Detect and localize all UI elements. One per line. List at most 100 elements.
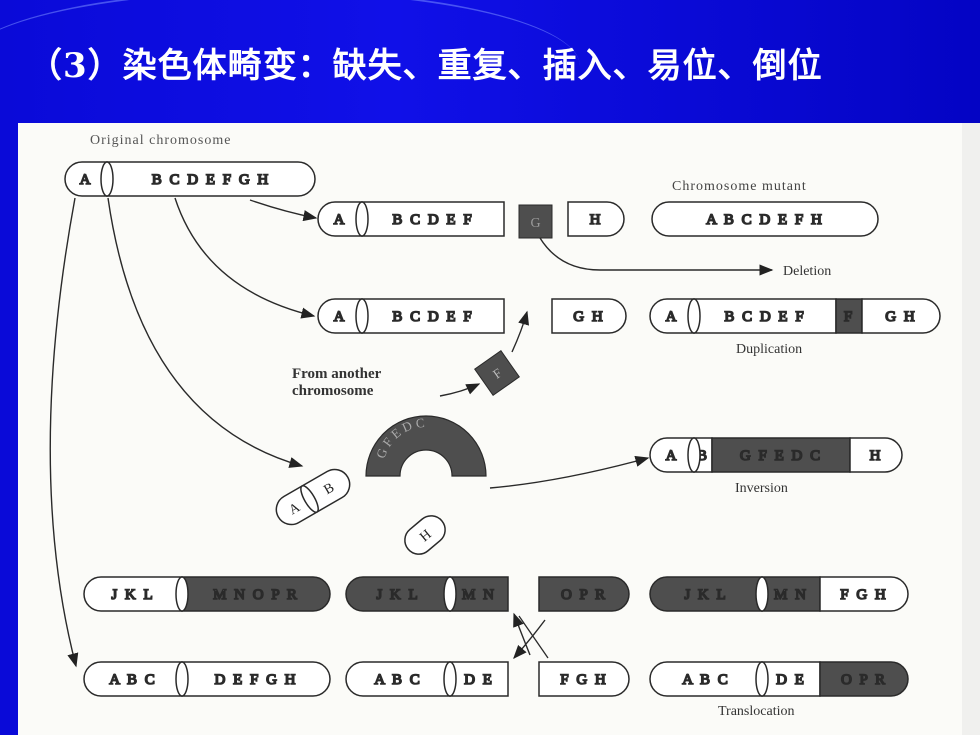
centromere [755, 661, 769, 697]
segment-right-label: B [697, 448, 709, 464]
segment-left [649, 661, 763, 697]
segment-right-label: G H [573, 309, 604, 325]
centromere [755, 576, 769, 612]
segment-left-label: J K L [376, 587, 419, 603]
label-duplication: Duplication [736, 342, 802, 357]
segment-left-label: J K L [684, 587, 727, 603]
chromosome-trans-abc-de: A B C D E [345, 661, 509, 697]
arrow-to-inversion-mutant [489, 455, 650, 489]
chromosome-deletion-mutant: A B C D E F H [651, 201, 879, 237]
chromosome-duplication-step-left: A B C D E F [317, 298, 505, 334]
arrow-to-deletion-step [249, 199, 318, 222]
centromere [100, 161, 114, 197]
chromosome-duplication-fragment-gh: G H [551, 298, 627, 334]
slide-title: （3）染色体畸变：缺失、重复、插入、易位、倒位 [28, 46, 823, 86]
segment-left [345, 661, 451, 697]
label-from-another: From another [292, 366, 382, 382]
chromosome-trans-abc-left: A B C D E F G H [83, 661, 331, 697]
chromosome-trans-opr: O P R [538, 576, 630, 612]
segment-end [819, 576, 909, 612]
arrow-to-inversion [107, 197, 304, 468]
segment-left [649, 576, 763, 612]
chromosome-original: A B C D E F G H [64, 161, 316, 197]
label-translocation: Translocation [718, 704, 794, 719]
segment-end-label: H [870, 448, 883, 464]
segment-left-label: A [666, 448, 679, 464]
segment-right [551, 298, 627, 334]
segment-right-label: D E [776, 672, 806, 688]
segment-right-label: A B C D E F H [706, 212, 824, 228]
label-deletion: Deletion [783, 264, 831, 279]
centromere [355, 298, 369, 334]
fragment-f: F [474, 350, 520, 396]
centromere [687, 437, 701, 473]
segment-end [819, 661, 909, 697]
segment-right-label: H [590, 212, 603, 228]
segment-left-label: A [666, 309, 679, 325]
segment-right-label: B C D E F [724, 309, 805, 325]
segment-right-label: D E [464, 672, 494, 688]
segment-right [651, 201, 879, 237]
centromere [175, 576, 189, 612]
segment-left [83, 576, 183, 612]
segment-dup-label: F [844, 309, 854, 325]
segment-left-label: J K L [111, 587, 154, 603]
chromosome-deletion-fragment-h: H [567, 201, 625, 237]
segment-right-label: B C D E F [392, 309, 473, 325]
segment-left-label: A [334, 212, 347, 228]
segment-left [649, 298, 695, 334]
segment-end-label: G H [885, 309, 916, 325]
arrow-from-another [439, 383, 481, 397]
centromere [687, 298, 701, 334]
inverted-segment-arc: G F E D C [365, 415, 487, 477]
panel-edge [962, 123, 980, 735]
arrow-to-deletion [539, 237, 774, 276]
fragment-ab-rotated: A B [275, 468, 351, 526]
segment-right-label: D E F G H [214, 672, 297, 688]
centromere [443, 576, 457, 612]
fragment-g-label: G [530, 216, 540, 231]
fragment-g [518, 204, 553, 239]
segment-left [649, 437, 695, 473]
segment-left-label: A [334, 309, 347, 325]
centromere [355, 201, 369, 237]
segment-left [345, 576, 451, 612]
label-inversion: Inversion [735, 481, 788, 496]
segment-left [83, 661, 183, 697]
segment-right [567, 201, 625, 237]
segment-left [317, 201, 363, 237]
arrow-insert-f [511, 310, 530, 353]
segment-left [317, 298, 363, 334]
segment-right-label: M N [462, 587, 496, 603]
arrow-cross-up [513, 612, 531, 656]
segment-right [181, 661, 331, 697]
segment-end-label: F G H [840, 587, 888, 603]
segment-right [538, 576, 630, 612]
segment-end [861, 298, 941, 334]
segment-left-label: A B C [109, 672, 157, 688]
chromosome-trans-fgh: F G H [538, 661, 630, 697]
segment-right [181, 576, 331, 612]
centromere [175, 661, 189, 697]
segment-right-label: M N O P R [213, 587, 299, 603]
segment-right-label: B C D E F G H [152, 172, 271, 188]
segment-right-label: O P R [561, 587, 607, 603]
segment-left-label: A B C [374, 672, 422, 688]
arrow-cross-down [513, 619, 546, 660]
segment-right [106, 161, 316, 197]
segment-mid-label: G F E D C [740, 448, 822, 464]
segment-left [64, 161, 108, 197]
centromere [443, 661, 457, 697]
segment-end [849, 437, 903, 473]
segment-left-label: A [80, 172, 93, 188]
label-original: Original chromosome [90, 133, 231, 148]
chromosome-trans-jkl-mn: J K L M N [345, 576, 509, 612]
segment-right-label: M N [774, 587, 808, 603]
